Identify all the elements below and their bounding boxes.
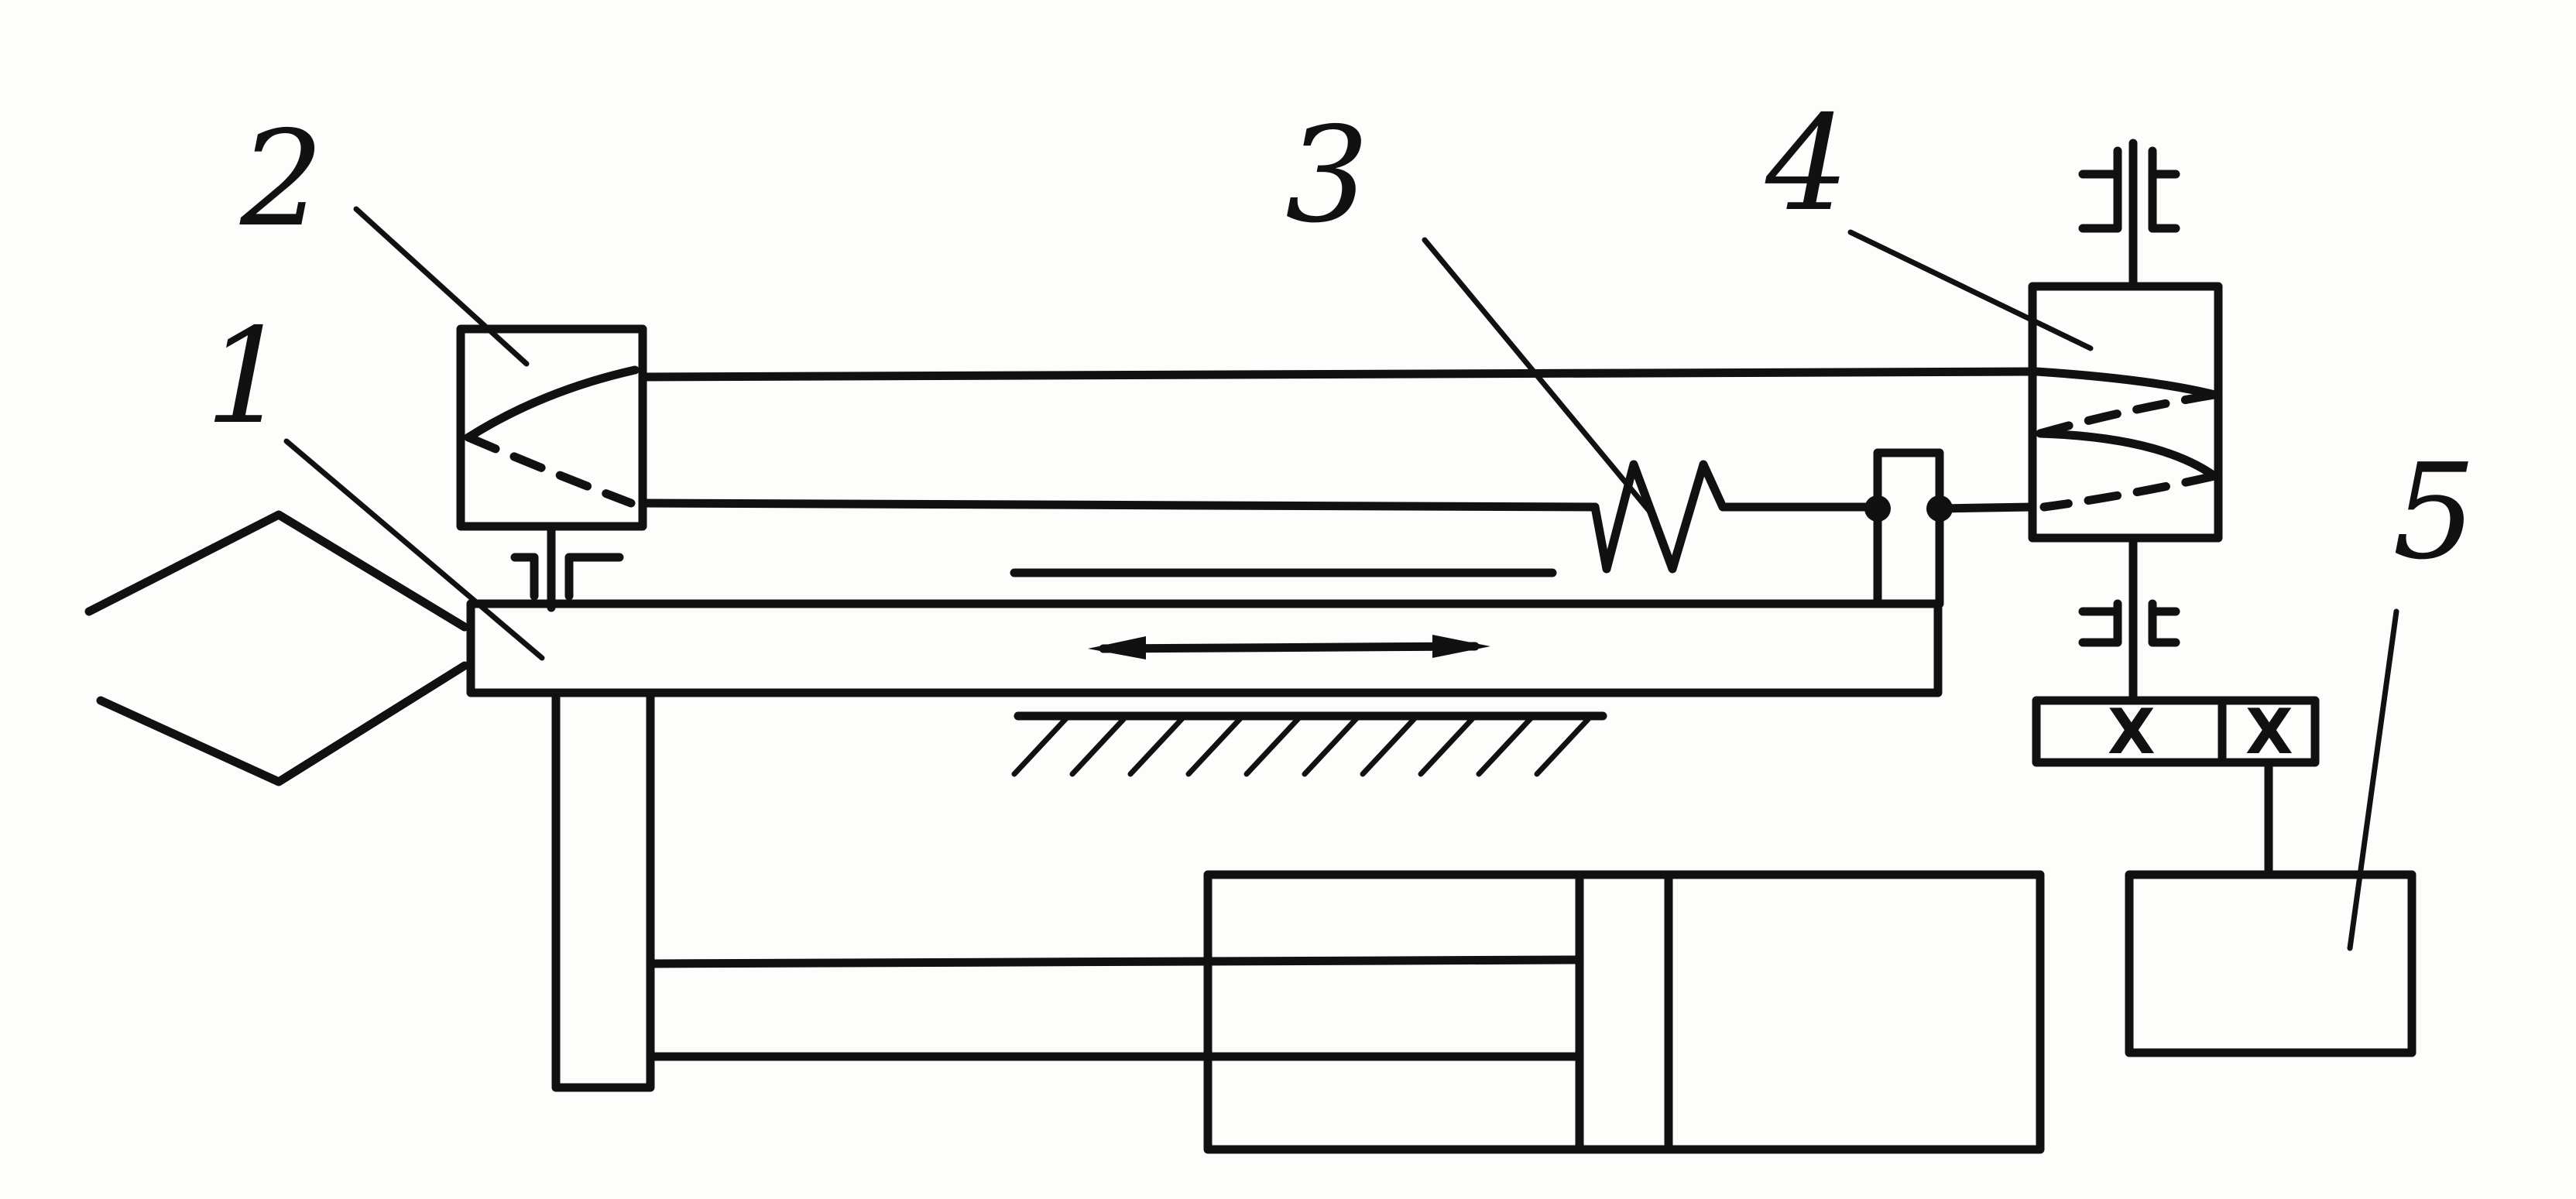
part-4-helix-2-back — [2036, 390, 2219, 438]
leader-line-4 — [1847, 229, 2094, 351]
fixed-ground-hatching — [1011, 711, 1607, 777]
leader-line-5 — [2347, 608, 2399, 951]
part-2-bearing-left — [510, 553, 539, 601]
hatch-8 — [1418, 713, 1478, 777]
part-4-bottom-bearing-right — [2148, 599, 2180, 647]
workpiece-lower-edge — [96, 661, 469, 786]
part-3-spring — [1590, 460, 1878, 574]
hatch-7 — [1360, 713, 1420, 777]
joint-bracket — [1873, 448, 1944, 513]
cable-to-drum-4 — [1935, 502, 2037, 513]
hatch-9 — [1476, 713, 1536, 777]
label-part-2: 2 — [239, 103, 324, 256]
part-4-box — [2028, 282, 2223, 543]
part-4-helix-drum-right — [2028, 139, 2223, 705]
part-4-bottom-bearing-left — [2078, 599, 2122, 647]
label-part-5: 5 — [2392, 436, 2476, 589]
cylinder-body — [1203, 870, 2045, 1154]
hatch-1 — [1011, 713, 1072, 777]
part-5-motor-box — [2125, 870, 2417, 1057]
gear-mark-left: X — [2108, 696, 2156, 768]
part-2-helix-drum-left — [456, 324, 647, 612]
leader-lines — [283, 206, 2399, 951]
arrow-shaft — [1099, 642, 1480, 653]
arrow-head-left — [1088, 636, 1146, 659]
gear-pair-box — [2032, 696, 2320, 767]
hatch-10 — [1534, 713, 1594, 777]
cable-lower-run — [638, 498, 1600, 512]
hydraulic-cylinder — [646, 870, 2045, 1154]
leader-line-1 — [283, 438, 545, 661]
label-part-1: 1 — [205, 300, 289, 454]
workpiece-upper-edge — [84, 510, 469, 632]
leader-line-2 — [353, 206, 530, 367]
piston — [1575, 870, 1673, 1154]
hatch-3 — [1127, 713, 1188, 777]
cable-upper-run — [638, 367, 2037, 382]
hatch-4 — [1185, 713, 1246, 777]
part-4-helix-3 — [2036, 429, 2219, 481]
part-2-helix-back — [464, 433, 636, 508]
hatch-5 — [1243, 713, 1304, 777]
gear-mark-right: X — [2245, 696, 2293, 768]
part-2-helix-front — [464, 365, 640, 442]
hatch-6 — [1302, 713, 1362, 777]
part-1-slide-bar — [466, 599, 1943, 697]
reciprocating-motion-arrow — [1088, 635, 1490, 659]
piston-rod-top — [646, 955, 1584, 968]
label-part-4: 4 — [1765, 87, 1849, 241]
arrow-head-right — [1432, 635, 1490, 658]
gear-pair: X X — [2032, 696, 2320, 768]
part-4-top-bearing-left — [2078, 146, 2122, 233]
part-4-helix-4-back — [2039, 471, 2219, 512]
part-4-helix-1 — [2032, 367, 2219, 399]
label-part-3: 3 — [1285, 99, 1369, 252]
hatch-2 — [1069, 713, 1130, 777]
vertical-column — [551, 688, 655, 1092]
part-2-bearing-right — [564, 553, 624, 601]
part-4-top-bearing-right — [2148, 146, 2180, 233]
